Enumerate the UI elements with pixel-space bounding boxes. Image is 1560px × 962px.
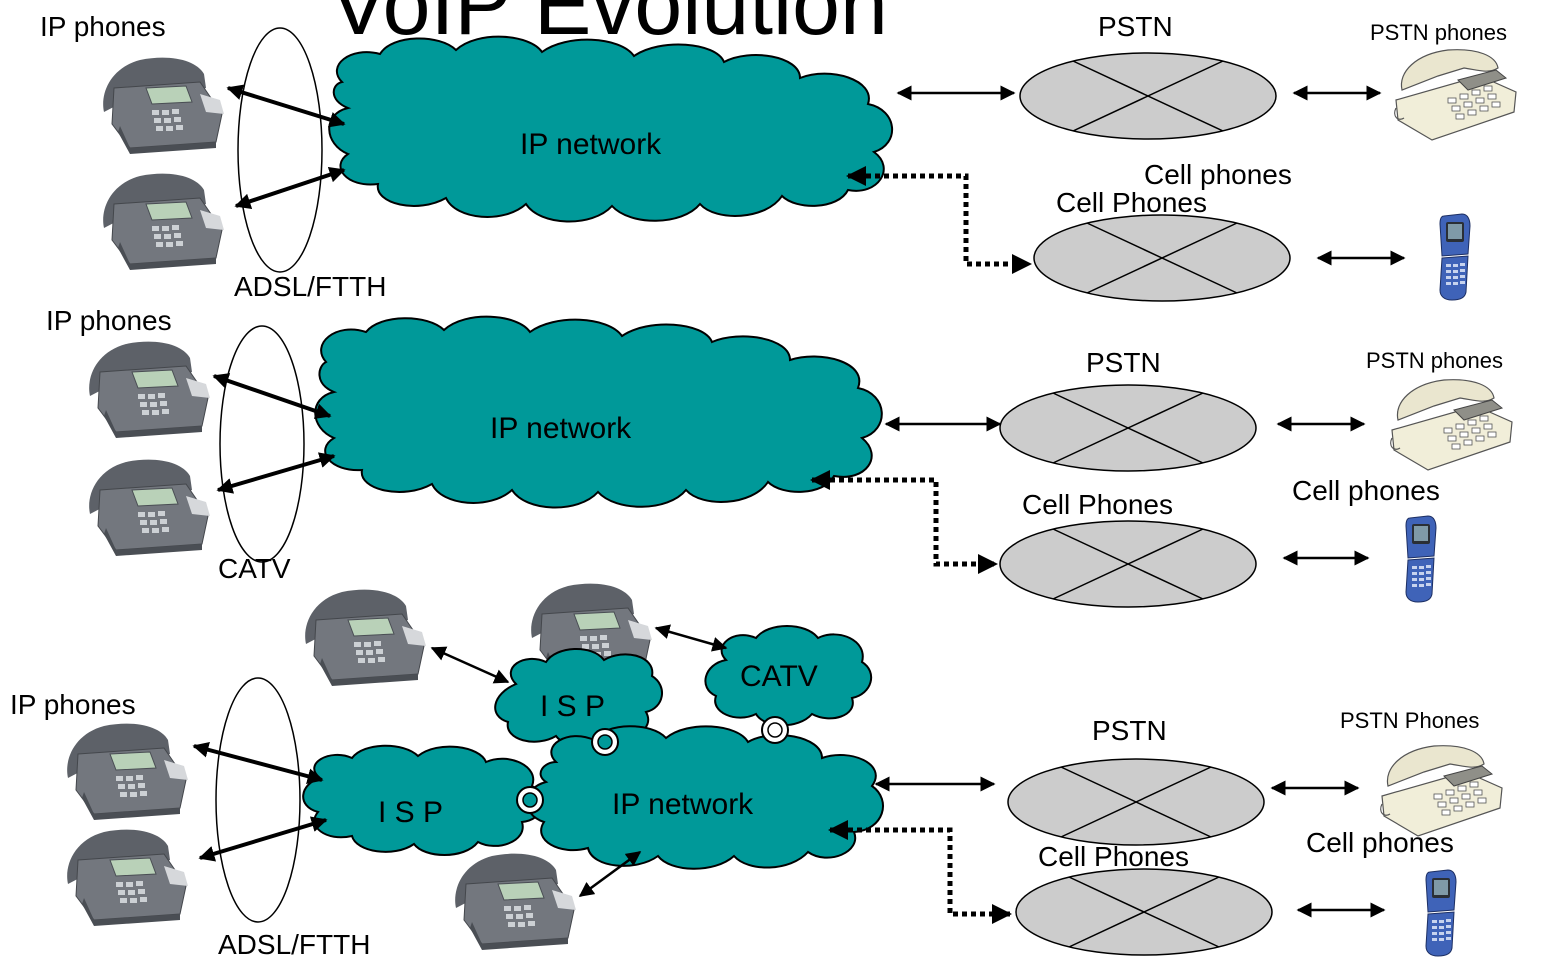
isp-cloud — [302, 744, 545, 856]
ip-phone-icon — [454, 853, 577, 951]
access-network-ellipse — [215, 677, 301, 923]
isp-cloud — [494, 647, 663, 748]
pstn-label: PSTN — [1086, 347, 1161, 378]
cell-phone-icon — [1439, 213, 1471, 301]
cell-exchange — [999, 520, 1257, 608]
pstn-phones-label: PSTN phones — [1370, 20, 1507, 45]
access-network-ellipse — [237, 27, 323, 273]
ip-network-label: IP network — [612, 788, 754, 821]
isp-label: I S P — [540, 690, 605, 723]
pstn-phones-label: PSTN Phones — [1340, 708, 1479, 733]
link-arrow — [216, 452, 336, 494]
dotted-link-arrow — [810, 470, 998, 574]
interconnect-icon — [591, 728, 619, 756]
ip-network-label: IP network — [490, 412, 632, 445]
ip-phones-label: IP phones — [46, 305, 172, 336]
link-arrow — [578, 850, 642, 898]
access-network-ellipse — [219, 325, 305, 563]
access-label: CATV — [218, 553, 291, 584]
access-label: ADSL/FTTH — [234, 271, 386, 302]
cell-exchange — [1033, 214, 1291, 302]
desk-phone-icon — [1380, 745, 1503, 837]
ip-phone-icon — [88, 459, 211, 557]
cell-network-label: Cell Phones — [1038, 841, 1189, 872]
link-arrow — [192, 741, 324, 785]
cell-exchange — [1015, 868, 1273, 956]
pstn-exchange — [999, 384, 1257, 472]
cell-phones-label: Cell phones — [1292, 475, 1440, 506]
cell-phones-label: Cell phones — [1306, 827, 1454, 858]
ip-phone-icon — [88, 341, 211, 439]
pstn-exchange — [1019, 52, 1277, 140]
desk-phone-icon — [1390, 379, 1513, 471]
ip-network-label: IP network — [520, 128, 662, 161]
link-arrow — [226, 84, 346, 128]
panel-catv: IP phones CATV IP network PSTN PSTN phon… — [46, 305, 1513, 608]
panel-adsl: IP phones ADSL/FTTH IP network PSTN PSTN… — [40, 11, 1517, 302]
ip-phone-icon — [102, 57, 225, 155]
cell-network-label: Cell Phones — [1022, 489, 1173, 520]
ip-phones-label: IP phones — [10, 689, 136, 720]
link-arrow — [234, 166, 346, 210]
dotted-link-arrow — [846, 166, 1032, 274]
catv-label: CATV — [740, 660, 818, 693]
ip-phones-label: IP phones — [40, 11, 166, 42]
access-label: ADSL/FTTH — [218, 929, 370, 960]
catv-cloud — [704, 625, 873, 727]
interconnect-icon — [516, 786, 544, 814]
ip-phone-icon — [304, 589, 427, 687]
link-arrow — [212, 373, 332, 419]
ip-phone-icon — [102, 173, 225, 271]
pstn-phones-label: PSTN phones — [1366, 348, 1503, 373]
link-arrow — [198, 816, 328, 862]
cell-network-label: Cell Phones — [1056, 187, 1207, 218]
pstn-label: PSTN — [1092, 715, 1167, 746]
cell-phone-icon — [1425, 869, 1457, 957]
isp-label: I S P — [378, 796, 443, 829]
link-arrow — [430, 646, 510, 684]
pstn-exchange — [1007, 758, 1265, 846]
ip-phone-icon — [66, 723, 189, 821]
ip-phone-icon — [66, 829, 189, 927]
cell-phone-icon — [1405, 515, 1437, 603]
cell-phones-label: Cell phones — [1144, 159, 1292, 190]
link-arrow — [654, 624, 728, 652]
dotted-link-arrow — [828, 820, 1012, 924]
desk-phone-icon — [1394, 49, 1517, 141]
interconnect-icon — [761, 716, 789, 744]
pstn-label: PSTN — [1098, 11, 1173, 42]
panel-multi-isp: IP phones ADSL/FTTH I S P I S P CATV IP … — [10, 583, 1503, 960]
